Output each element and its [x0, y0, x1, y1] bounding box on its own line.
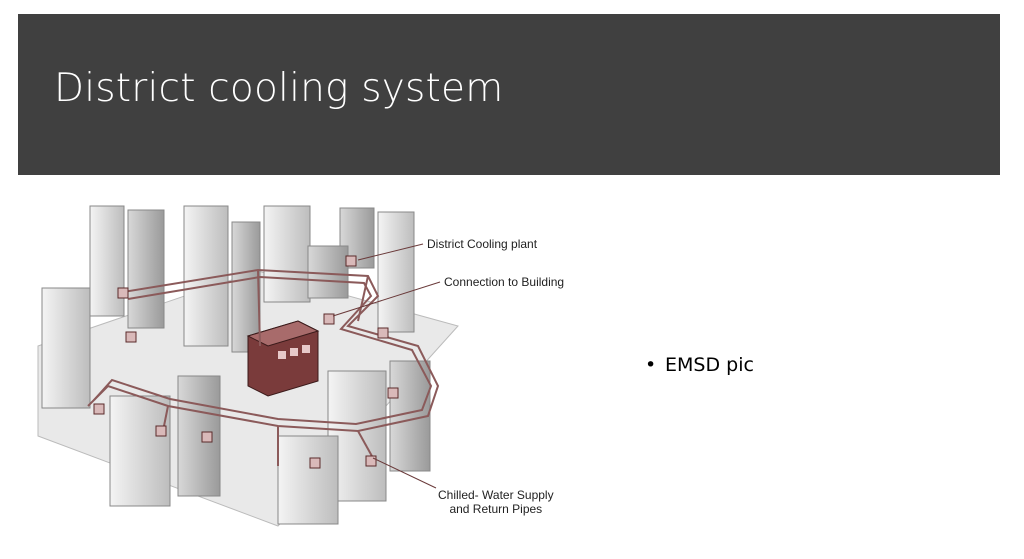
bullet-item: • EMSD pic: [645, 354, 754, 376]
bullet-text: EMSD pic: [665, 354, 754, 376]
callout-connection-to-building: Connection to Building: [444, 275, 565, 289]
bullet-symbol: •: [645, 354, 657, 376]
slide-title: District cooling system: [54, 66, 504, 111]
chilled-water-pipes: [87, 268, 440, 466]
callout-leader-lines: [332, 243, 441, 489]
foreground-buildings: [41, 287, 431, 525]
callout-chilled-water-pipes: Chilled- Water Supply and Return Pipes: [438, 488, 554, 516]
cooling-plant: [246, 320, 320, 397]
connection-boxes: [93, 255, 399, 469]
callout-pipes-line2: and Return Pipes: [449, 502, 543, 516]
title-bar: District cooling system: [18, 14, 1000, 175]
callout-district-cooling-plant: District Cooling plant: [427, 237, 538, 251]
district-cooling-diagram: [28, 196, 588, 536]
callout-pipes-line1: Chilled- Water Supply: [438, 488, 554, 502]
bullet-list: • EMSD pic: [645, 354, 754, 376]
